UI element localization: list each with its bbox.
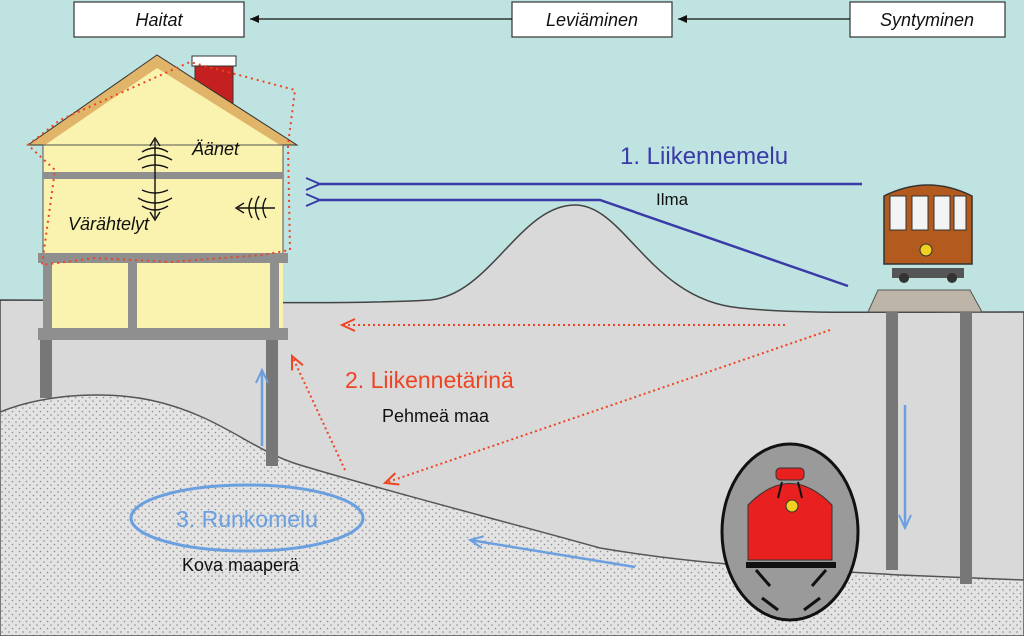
house: Äänet Värähtelyt <box>26 54 299 466</box>
tram-window-2 <box>911 195 929 231</box>
pile-left <box>40 340 52 398</box>
noise-arrow-over-hill <box>320 200 849 288</box>
tunnel-wall-right <box>960 312 972 584</box>
metro <box>720 442 860 622</box>
pile-right <box>266 340 278 466</box>
metro-headlight <box>785 499 799 513</box>
metro-roof <box>775 467 805 481</box>
metro-track-left <box>761 596 779 612</box>
tram-headlight <box>919 243 933 257</box>
tunnel-wall-left <box>886 312 898 570</box>
metro-body <box>747 483 833 561</box>
syntyminen-box <box>849 1 1006 38</box>
traffic-noise-medium: Ilma <box>656 190 689 209</box>
leviaminen-label: Leviäminen <box>546 10 638 30</box>
haitat-box <box>73 1 245 38</box>
attic-wall <box>45 68 280 145</box>
structure-arrow-left <box>470 540 636 569</box>
structure-noise-ellipse <box>129 483 365 553</box>
tram <box>867 184 983 313</box>
tram-wheel-right <box>947 273 957 283</box>
basement <box>43 263 283 328</box>
metro-bumper <box>746 562 836 568</box>
vibrations-label: Värähtelyt <box>68 214 150 234</box>
tram-bogie <box>892 268 964 278</box>
metro-rail-right <box>810 569 828 587</box>
basement-wall-middle <box>128 263 137 328</box>
structure-noise-medium: Kova maaperä <box>182 555 300 575</box>
tram-window-4 <box>953 195 967 231</box>
upper-floor <box>42 144 284 258</box>
leviaminen-box <box>511 1 673 38</box>
tram-window-1 <box>889 195 907 231</box>
traffic-vibration-label: 2. Liikennetärinä <box>345 367 514 393</box>
structure-noise-path <box>129 370 905 569</box>
tram-wheel-left <box>899 273 909 283</box>
metro-track-right <box>803 596 821 612</box>
metro-wiper-right <box>797 481 803 499</box>
vibration-wave-icon <box>234 195 275 221</box>
vibration-arrow-diagonal <box>385 329 831 483</box>
metro-wiper-left <box>777 481 783 499</box>
traffic-noise-label: 1. Liikennemelu <box>620 143 788 170</box>
metro-rail-left <box>754 569 772 587</box>
tram-window-3 <box>933 195 951 231</box>
sounds-label: Äänet <box>191 139 240 159</box>
header-flow: Haitat Leviäminen Syntyminen <box>73 1 1006 38</box>
basement-wall-left <box>43 263 52 328</box>
floor-slab <box>38 253 288 263</box>
vibration-arrow-up <box>292 356 346 471</box>
chimney-cap <box>191 55 237 67</box>
structure-noise-label: 3. Runkomelu <box>176 506 318 532</box>
haitat-label: Haitat <box>135 10 183 30</box>
basement-wall-right <box>270 263 279 328</box>
middle-slab <box>43 172 283 179</box>
traffic-vibration-medium: Pehmeä maa <box>382 406 490 426</box>
track-ballast <box>867 289 983 313</box>
foundation-slab <box>38 328 288 340</box>
traffic-vibration-path <box>292 325 831 483</box>
sound-wave-icon <box>137 136 173 222</box>
traffic-noise-path: 1. Liikennemelu Ilma <box>320 143 862 288</box>
syntyminen-label: Syntyminen <box>880 10 974 30</box>
